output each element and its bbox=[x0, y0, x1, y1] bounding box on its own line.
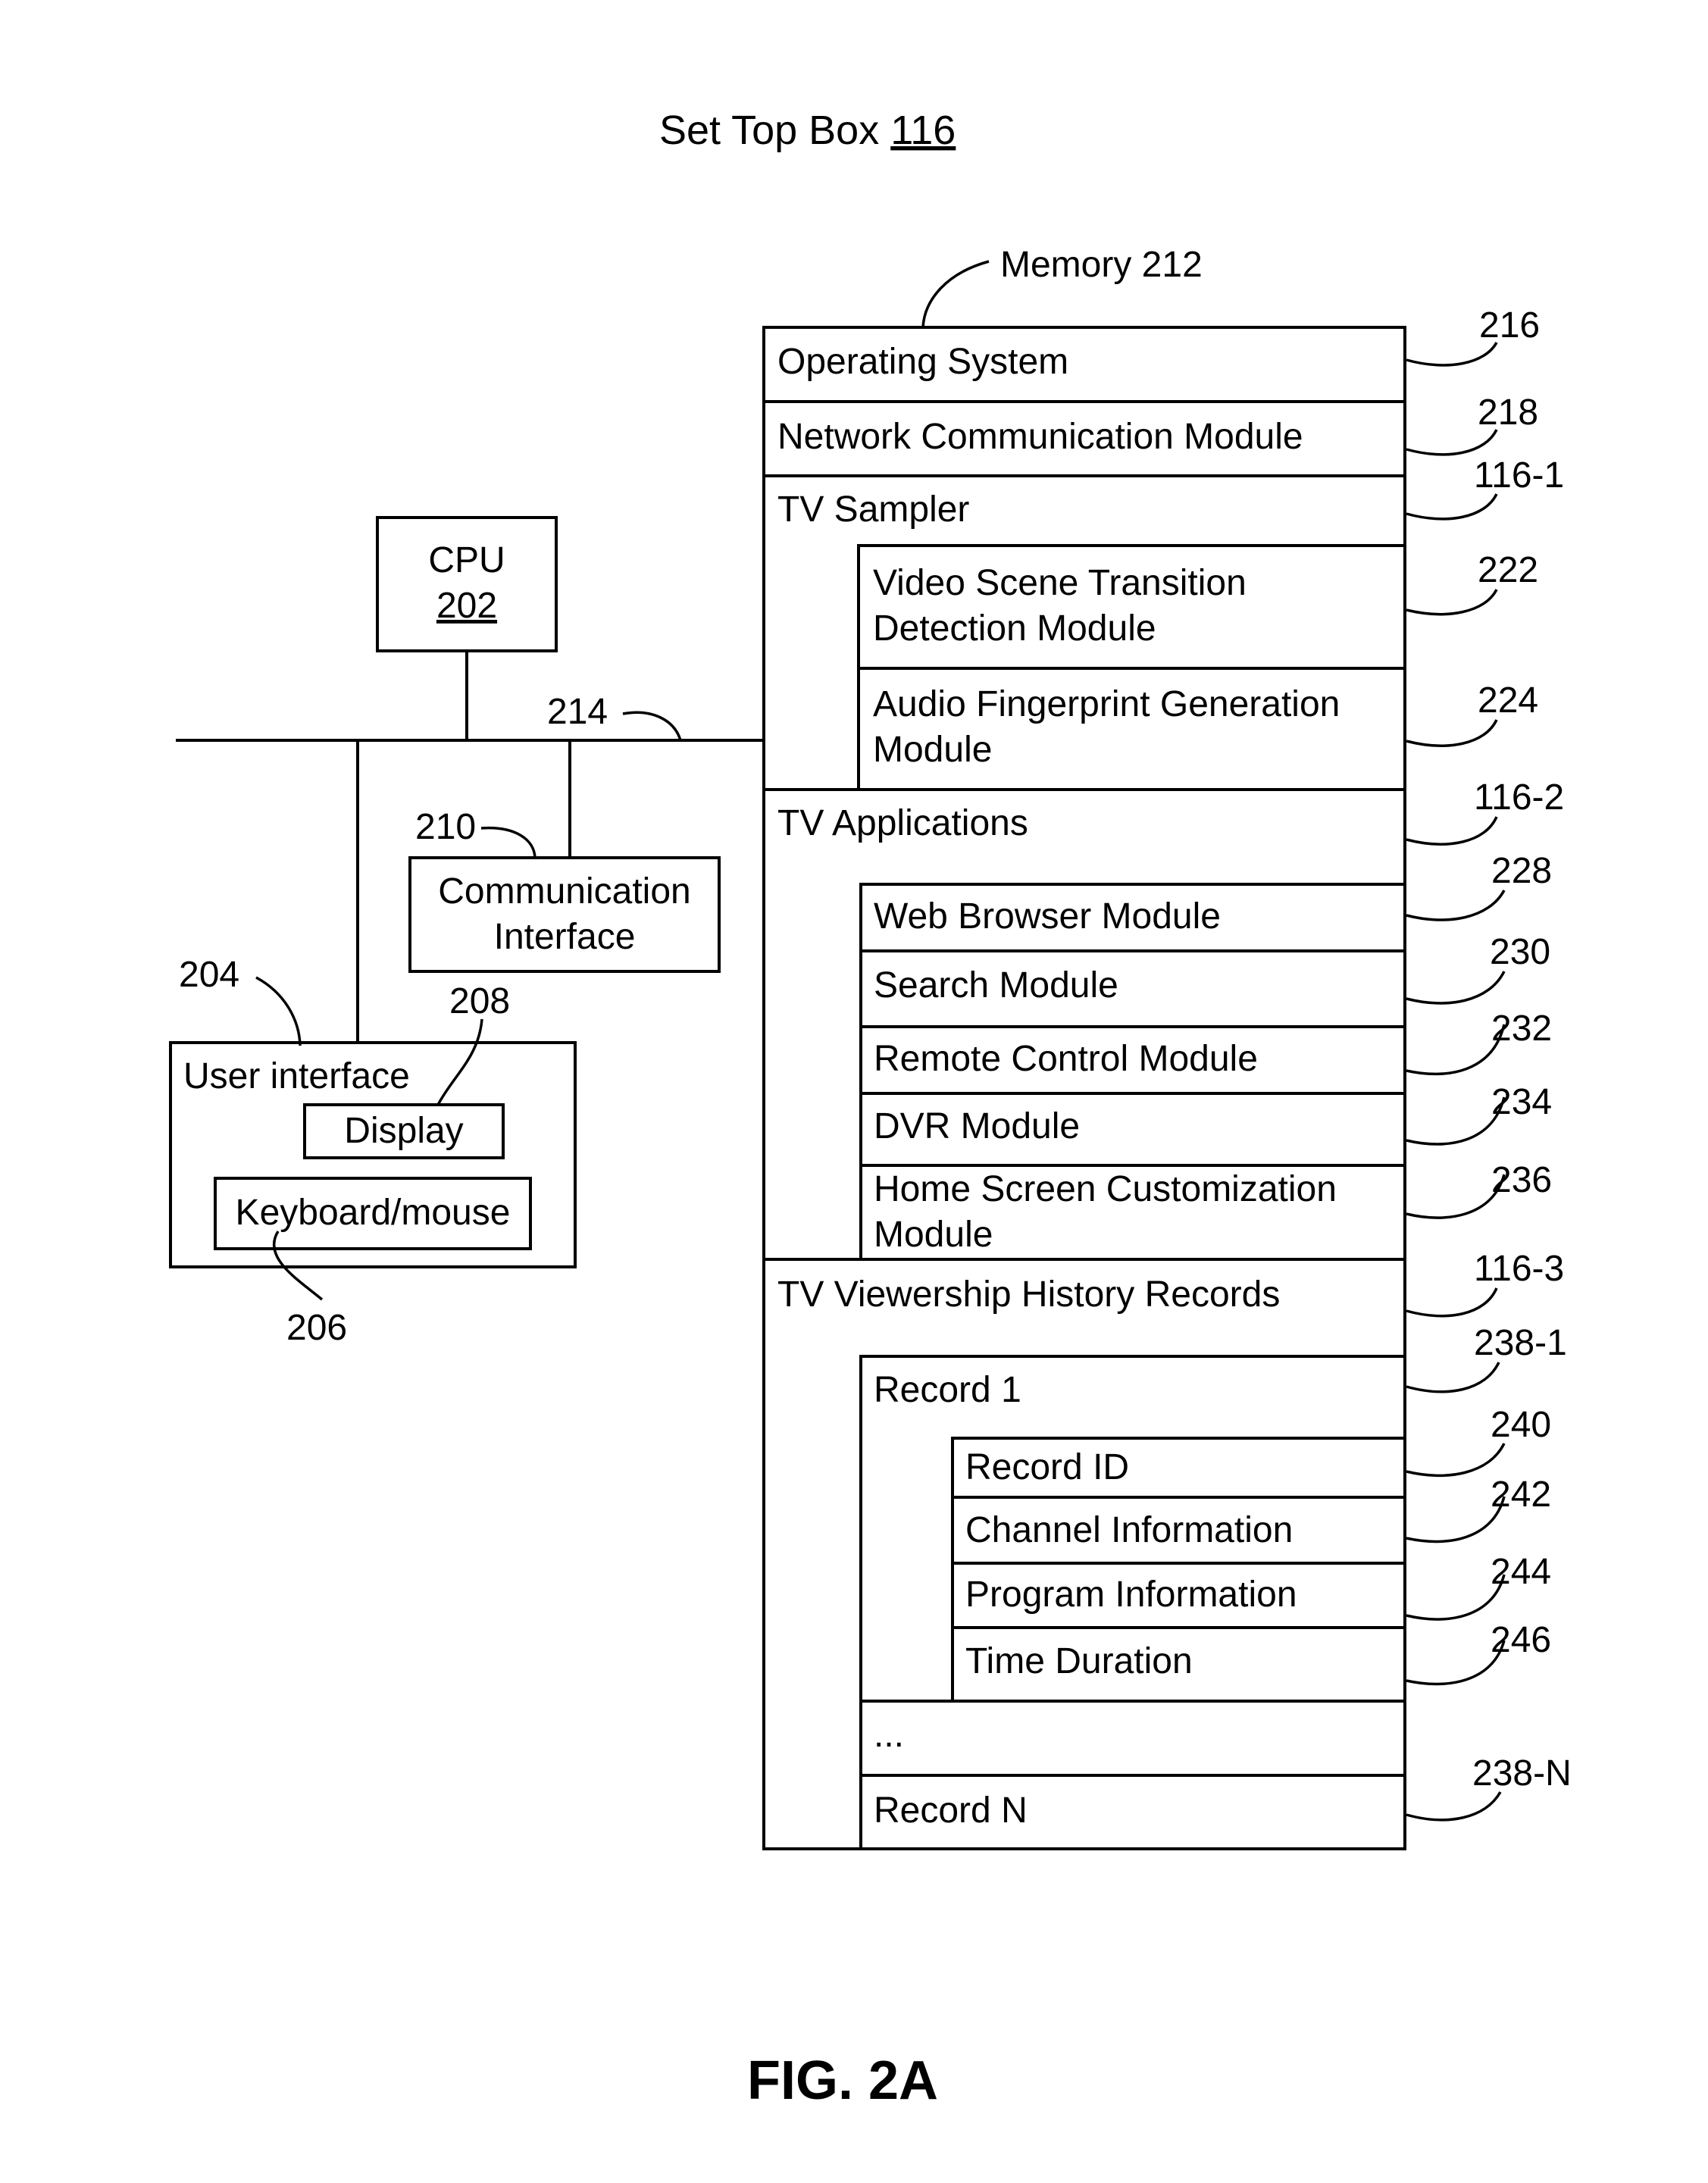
viewership-ref: 116-3 bbox=[1474, 1249, 1564, 1289]
memory-leader bbox=[923, 261, 989, 327]
ui-ref: 204 bbox=[179, 955, 239, 995]
comm-leader bbox=[481, 828, 535, 858]
bus-leader bbox=[623, 712, 680, 740]
os-ref: 216 bbox=[1479, 305, 1540, 346]
viewership-label: TV Viewership History Records bbox=[777, 1274, 1280, 1315]
user-interface-label: User interface bbox=[183, 1056, 410, 1096]
home-screen-line2: Module bbox=[874, 1215, 993, 1255]
web-browser-ref: 228 bbox=[1491, 851, 1552, 891]
diagram-title-number: 116 bbox=[890, 108, 956, 153]
tv-sampler-leader bbox=[1406, 494, 1497, 519]
display-leader bbox=[438, 1019, 482, 1105]
dvr-module-label: DVR Module bbox=[874, 1106, 1080, 1146]
channel-info-leader bbox=[1406, 1497, 1504, 1541]
tv-sampler-ref: 116-1 bbox=[1474, 455, 1564, 496]
time-duration-leader bbox=[1406, 1640, 1504, 1684]
video-scene-line2: Detection Module bbox=[873, 608, 1156, 649]
record-n-ref: 238-N bbox=[1472, 1753, 1572, 1794]
ncm-ref: 218 bbox=[1478, 393, 1538, 433]
record-id-ref: 240 bbox=[1491, 1405, 1551, 1445]
cpu-number: 202 bbox=[436, 586, 497, 626]
tv-apps-leader bbox=[1406, 817, 1497, 844]
remote-control-ref: 232 bbox=[1491, 1009, 1552, 1049]
audio-fp-line2: Module bbox=[873, 730, 992, 770]
channel-info-label: Channel Information bbox=[965, 1510, 1293, 1550]
video-scene-leader bbox=[1406, 590, 1497, 615]
home-screen-leader bbox=[1406, 1174, 1504, 1218]
figure-label: FIG. 2A bbox=[747, 2050, 938, 2111]
audio-fp-line1: Audio Fingerprint Generation bbox=[873, 684, 1340, 724]
tv-sampler-label: TV Sampler bbox=[777, 489, 969, 530]
comm-ref: 210 bbox=[415, 807, 476, 847]
record-1-leader bbox=[1406, 1362, 1499, 1392]
remote-control-label: Remote Control Module bbox=[874, 1039, 1258, 1079]
dvr-ref: 234 bbox=[1491, 1082, 1552, 1122]
video-scene-ref: 222 bbox=[1478, 550, 1538, 590]
communication-interface-line2: Interface bbox=[494, 917, 636, 957]
record-n-label: Record N bbox=[874, 1790, 1028, 1831]
viewership-leader bbox=[1406, 1288, 1497, 1316]
home-screen-line1: Home Screen Customization bbox=[874, 1169, 1337, 1209]
search-leader bbox=[1406, 971, 1504, 1003]
communication-interface-line1: Communication bbox=[438, 871, 690, 912]
record-1-ref: 238-1 bbox=[1474, 1323, 1567, 1363]
network-module-label: Network Communication Module bbox=[777, 417, 1303, 457]
audio-fp-ref: 224 bbox=[1478, 680, 1538, 721]
cpu-label: CPU bbox=[428, 540, 505, 580]
record-n-leader bbox=[1406, 1792, 1500, 1820]
bus-ref: 214 bbox=[547, 692, 608, 732]
record-id-label: Record ID bbox=[965, 1447, 1129, 1487]
display-ref: 208 bbox=[449, 981, 510, 1021]
time-duration-label: Time Duration bbox=[965, 1641, 1193, 1681]
keyboard-ref: 206 bbox=[286, 1308, 347, 1348]
diagram-title: Set Top Box 116 bbox=[659, 108, 956, 153]
program-info-label: Program Information bbox=[965, 1575, 1297, 1615]
web-browser-leader bbox=[1406, 890, 1504, 920]
remote-control-leader bbox=[1406, 1024, 1504, 1074]
search-module-label: Search Module bbox=[874, 965, 1118, 1005]
os-leader bbox=[1406, 342, 1497, 365]
program-info-leader bbox=[1406, 1575, 1504, 1619]
record-id-leader bbox=[1406, 1443, 1504, 1475]
cpu-box bbox=[377, 518, 556, 651]
tv-applications-label: TV Applications bbox=[777, 803, 1028, 843]
audio-fp-leader bbox=[1406, 720, 1497, 746]
ncm-leader bbox=[1406, 430, 1497, 455]
tv-apps-ref: 116-2 bbox=[1474, 777, 1564, 818]
web-browser-label: Web Browser Module bbox=[874, 896, 1221, 937]
record-1-label: Record 1 bbox=[874, 1370, 1021, 1410]
operating-system-label: Operating System bbox=[777, 342, 1068, 382]
display-label: Display bbox=[344, 1111, 463, 1151]
ui-leader bbox=[256, 977, 300, 1046]
home-screen-ref: 236 bbox=[1491, 1160, 1552, 1200]
memory-label: Memory 212 bbox=[1000, 245, 1203, 285]
records-ellipsis: ... bbox=[874, 1715, 904, 1755]
video-scene-line1: Video Scene Transition bbox=[873, 563, 1247, 603]
search-ref: 230 bbox=[1490, 932, 1550, 972]
dvr-leader bbox=[1406, 1097, 1504, 1144]
keyboard-mouse-label: Keyboard/mouse bbox=[236, 1193, 511, 1233]
